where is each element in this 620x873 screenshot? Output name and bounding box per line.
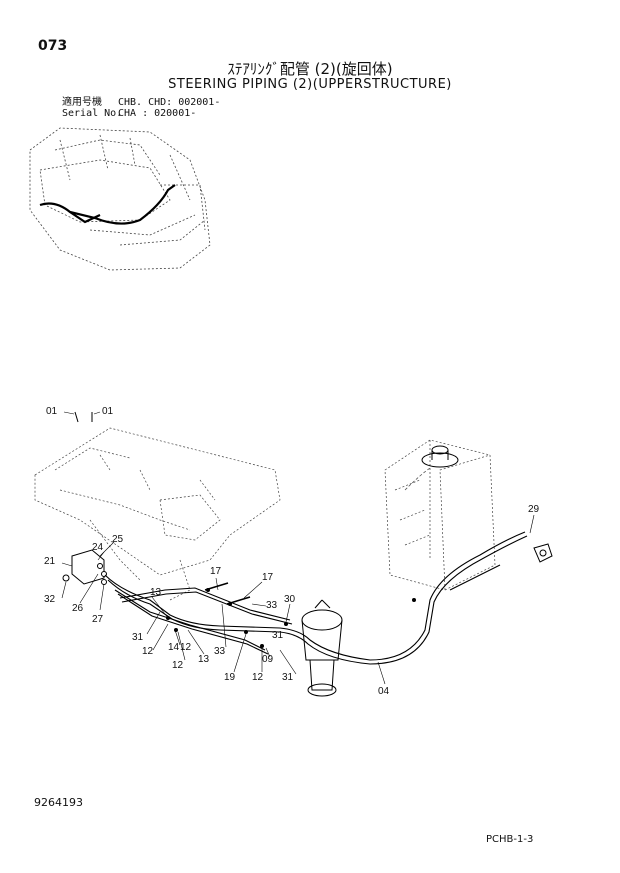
callout-29: 29 (528, 504, 540, 515)
pipe-runs (104, 531, 528, 665)
callout-32: 32 (44, 594, 56, 605)
callout-31-a: 31 (132, 632, 144, 643)
serial-row-2-value: CHA : 020001- (118, 108, 197, 119)
callout-01-b: 01 (102, 406, 114, 417)
drawing-number: 9264193 (34, 796, 83, 809)
callout-27: 27 (92, 614, 104, 625)
callout-17-b: 17 (262, 572, 274, 583)
callout-12-d: 12 (180, 642, 192, 653)
callout-19: 19 (224, 672, 236, 683)
tank-top-fitting (421, 445, 459, 468)
callout-13-b: 13 (198, 654, 210, 665)
callout-09: 09 (262, 654, 274, 665)
callout-12-a: 12 (142, 646, 154, 657)
title-english: STEERING PIPING (2)(UPPERSTRUCTURE) (168, 77, 452, 92)
callout-12-b: 12 (172, 660, 184, 671)
callout-31-c: 31 (272, 630, 284, 641)
title-japanese: ｽﾃｱﾘﾝｸﾞ配管 (2)(旋回体) (227, 60, 393, 78)
callout-14: 14 (168, 642, 180, 653)
valve-block (62, 549, 107, 585)
page-number: 073 (38, 38, 68, 54)
fittings (166, 588, 416, 648)
callout-25: 25 (112, 534, 124, 545)
bolts (74, 411, 93, 423)
callout-26: 26 (72, 603, 84, 614)
callout-12-c: 12 (252, 672, 264, 683)
callout-30: 30 (284, 594, 296, 605)
page-reference: PCHB-1-3 (486, 834, 534, 845)
hose-dashed (404, 467, 431, 491)
callout-24: 24 (92, 542, 104, 553)
callout-33-a: 33 (214, 646, 226, 657)
serial-row-1: 適用号機 CHB. CHD: 002001- (62, 97, 220, 108)
callout-01-a: 01 (46, 406, 58, 417)
leader-lines (61, 411, 535, 685)
right-fitting (533, 543, 553, 563)
frame-plate (34, 427, 281, 601)
callout-21: 21 (44, 556, 56, 567)
serial-row-2-label: Serial No. (62, 108, 123, 119)
serial-row-2: Serial No.CHA : 020001- (62, 108, 196, 119)
serial-row-1-label: 適用号機 (62, 97, 102, 108)
callout-17-a: 17 (210, 566, 222, 577)
swivel-joint (301, 599, 343, 697)
callout-33-b: 33 (266, 600, 278, 611)
callout-04: 04 (378, 686, 390, 697)
overview-highlight-pipe (39, 184, 176, 225)
hydraulic-tank (384, 439, 496, 591)
serial-row-1-value: CHB. CHD: 002001- (118, 97, 221, 108)
callout-31-b: 31 (282, 672, 294, 683)
callout-13-a: 13 (150, 587, 162, 598)
